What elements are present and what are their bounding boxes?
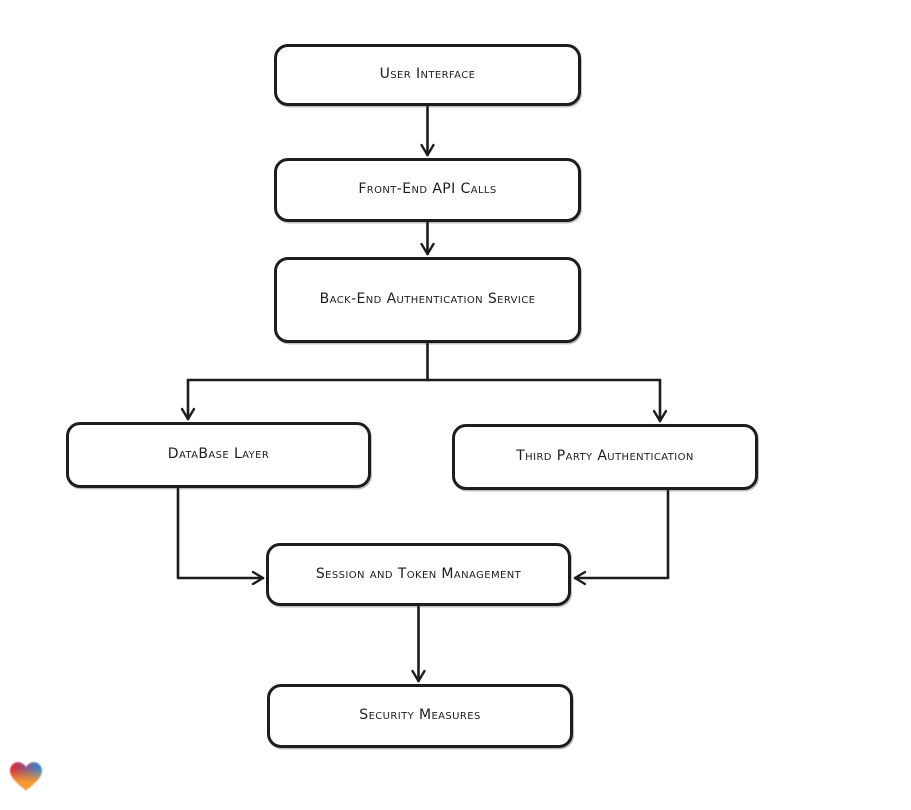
node-user-interface: User Interface — [274, 44, 581, 106]
edge-database-to-session — [176, 487, 265, 586]
node-back-end-authentication-service: Back-End Authentication Service — [274, 257, 581, 343]
node-database-layer-label: DataBase Layer — [167, 446, 270, 463]
node-session-and-token-management-label: Session and Token Management — [315, 565, 522, 582]
node-security-measures: Security Measures — [267, 684, 573, 748]
node-front-end-api-calls-label: Front-End API Calls — [358, 181, 497, 198]
node-security-measures-label: Security Measures — [359, 707, 481, 724]
node-session-and-token-management: Session and Token Management — [266, 543, 571, 606]
heart-gradient-icon — [10, 762, 42, 791]
node-user-interface-label: User Interface — [379, 66, 476, 83]
node-third-party-authentication-label: Third Party Authentication — [516, 448, 694, 465]
node-back-end-authentication-service-label: Back-End Authentication Service — [319, 291, 536, 308]
node-database-layer: DataBase Layer — [66, 422, 371, 488]
lovable-heart-logo[interactable] — [8, 759, 44, 793]
node-third-party-authentication: Third Party Authentication — [452, 424, 758, 490]
node-front-end-api-calls: Front-End API Calls — [274, 158, 581, 222]
edge-third-party-to-session — [573, 489, 670, 586]
